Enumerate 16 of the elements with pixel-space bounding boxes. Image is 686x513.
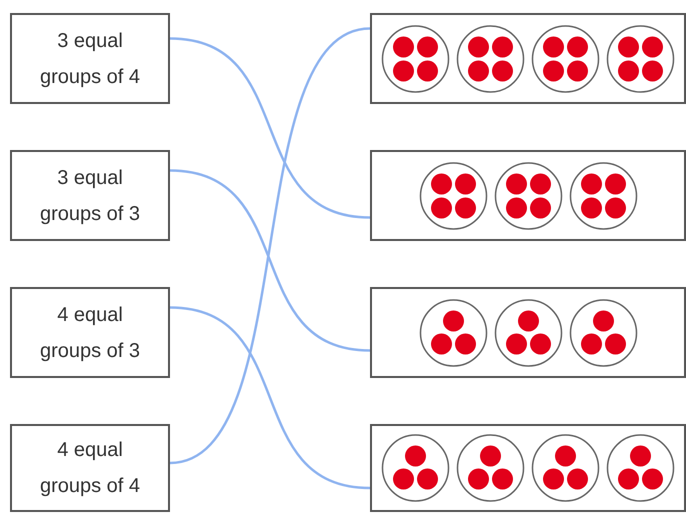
box-label: 3 equal groups of 3 xyxy=(38,166,142,226)
picture-box xyxy=(370,287,686,378)
picture-box xyxy=(370,424,686,512)
box-label: 4 equal groups of 3 xyxy=(38,302,142,364)
text-box xyxy=(10,13,170,104)
text-box xyxy=(10,150,170,241)
text-box xyxy=(10,287,170,378)
box-label: 4 equal groups of 4 xyxy=(38,438,142,499)
picture-box xyxy=(370,13,686,104)
text-box xyxy=(10,424,170,512)
matching-line xyxy=(170,306,370,490)
matching-line xyxy=(170,27,370,464)
matching-line xyxy=(170,37,370,219)
box-label: 3 equal groups of 4 xyxy=(38,28,142,90)
matching-line xyxy=(170,169,370,352)
picture-box xyxy=(370,150,686,241)
